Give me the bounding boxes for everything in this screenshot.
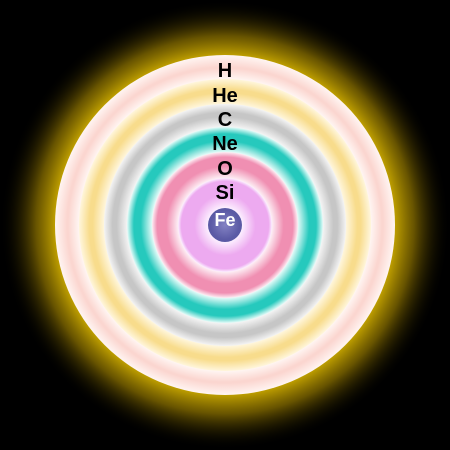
- shell-ring-fe: [208, 208, 242, 242]
- label-ne: Ne: [212, 133, 238, 155]
- label-si: Si: [216, 182, 235, 204]
- label-h: H: [218, 60, 232, 82]
- label-fe: Fe: [214, 210, 235, 230]
- label-c: C: [218, 109, 232, 131]
- label-o: O: [217, 158, 233, 180]
- shell-rings: [55, 55, 395, 395]
- label-he: He: [212, 85, 238, 107]
